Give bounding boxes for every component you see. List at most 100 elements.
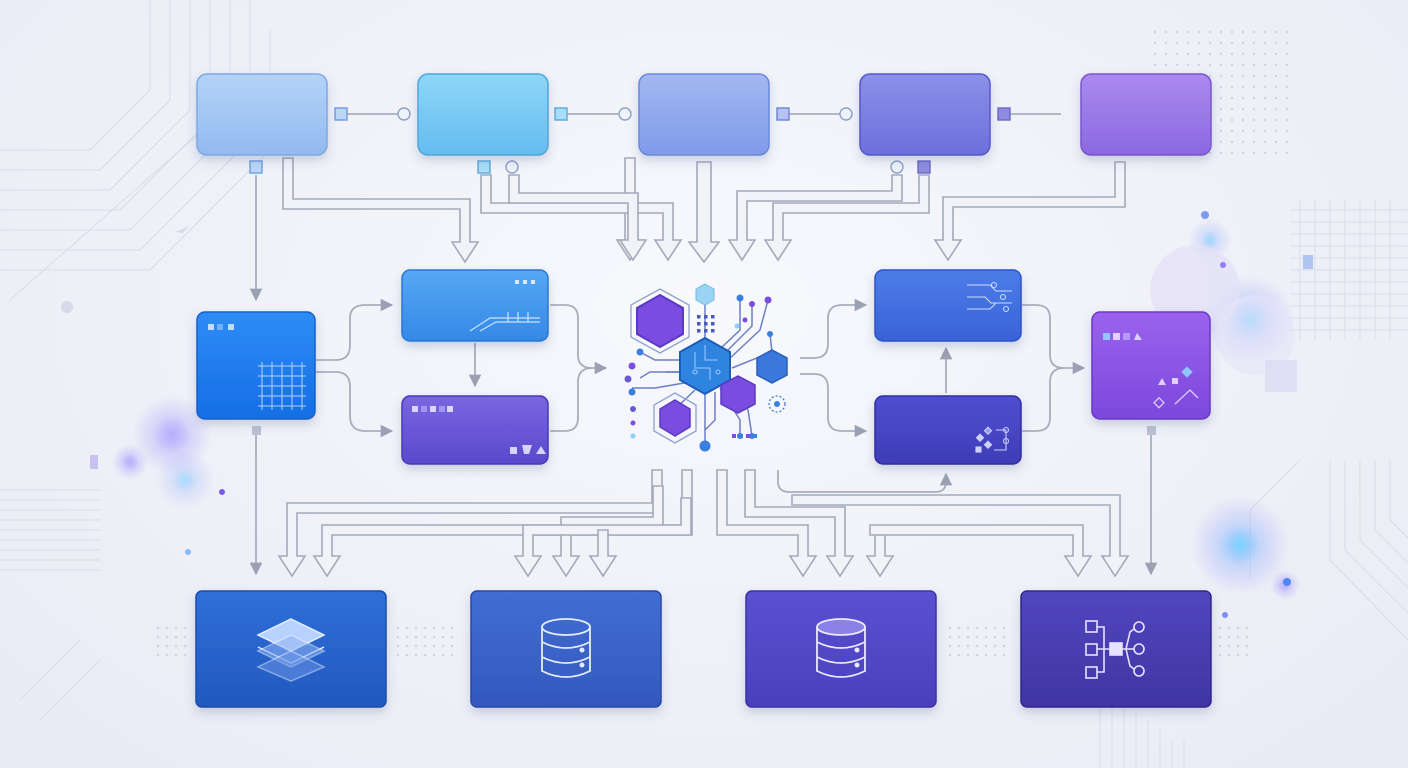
grid-dot	[1197, 41, 1201, 45]
grid-dot	[1227, 635, 1231, 639]
pipe-arrow-top3-hub	[687, 161, 721, 264]
hub-pixel	[697, 322, 701, 326]
grid-dot	[1219, 129, 1223, 133]
grid-dot	[414, 626, 418, 630]
grid-dot	[1245, 626, 1249, 630]
grid-dot	[1197, 63, 1201, 67]
grid-dot	[183, 635, 187, 639]
grid-dot	[975, 635, 979, 639]
grid-dot	[957, 644, 961, 648]
grid-dot	[1263, 118, 1267, 122]
source-box-4[interactable]	[859, 73, 991, 156]
grid-dot	[993, 653, 997, 657]
hub-pixel	[697, 329, 701, 333]
pipe-arrow	[588, 529, 618, 578]
grid-dot	[450, 626, 454, 630]
grid-dot	[984, 635, 988, 639]
source-box-5[interactable]	[1080, 73, 1212, 156]
grid-dot	[1241, 118, 1245, 122]
pipe-arrow-top5-analysis	[933, 161, 1126, 262]
grid-dot	[1274, 140, 1278, 144]
grid-dot	[1208, 63, 1212, 67]
grid-dot	[165, 635, 169, 639]
grid-dot	[423, 635, 427, 639]
ingest-block[interactable]	[196, 311, 316, 420]
grid-dot	[1241, 107, 1245, 111]
bottom-row	[195, 590, 1212, 708]
grid-dot	[1002, 635, 1006, 639]
grid-dot	[1285, 63, 1289, 67]
analysis-block-a[interactable]	[874, 269, 1022, 342]
grid-dot	[966, 644, 970, 648]
grid-dot	[1175, 30, 1179, 34]
output-block[interactable]	[1091, 311, 1211, 420]
grid-dot	[957, 635, 961, 639]
grid-dot	[1230, 63, 1234, 67]
source-box-2[interactable]	[417, 73, 549, 156]
grid-dot	[1153, 30, 1157, 34]
grid-dot	[1230, 140, 1234, 144]
grid-dot	[1263, 85, 1267, 89]
grid-dot	[405, 635, 409, 639]
grid-dot	[1218, 644, 1222, 648]
grid-dot	[174, 626, 178, 630]
grid-dot	[450, 635, 454, 639]
grid-dot	[1175, 41, 1179, 45]
grid-dot	[1230, 129, 1234, 133]
database-store-1[interactable]	[470, 590, 662, 708]
grid-dot	[414, 635, 418, 639]
grid-dot	[1241, 96, 1245, 100]
source-box-1[interactable]	[196, 73, 328, 156]
grid-dot	[1263, 30, 1267, 34]
grid-dot	[1219, 96, 1223, 100]
hub-pixel	[746, 434, 750, 438]
grid-dot	[441, 644, 445, 648]
grid-dot	[1218, 635, 1222, 639]
grid-dot	[1263, 63, 1267, 67]
diagram-icon	[1103, 333, 1199, 409]
grid-dot	[957, 653, 961, 657]
grid-dot	[966, 635, 970, 639]
grid-dot	[948, 653, 952, 657]
grid-dot	[1245, 635, 1249, 639]
grid-dot	[1219, 85, 1223, 89]
hub-pixel	[739, 434, 743, 438]
grid-dot	[1002, 644, 1006, 648]
grid-dot	[1208, 151, 1212, 155]
grid-dot	[1285, 74, 1289, 78]
grid-dot	[1252, 41, 1256, 45]
grid-dot	[1175, 63, 1179, 67]
grid-dot	[1164, 41, 1168, 45]
grid-dot	[1218, 626, 1222, 630]
database-store-2[interactable]	[745, 590, 937, 708]
analysis-block-b[interactable]	[874, 395, 1022, 465]
grid-dot	[1274, 107, 1278, 111]
middle-boxes	[196, 269, 1211, 465]
grid-dot	[1252, 107, 1256, 111]
grid-dot	[1274, 118, 1278, 122]
process-block-a[interactable]	[401, 269, 549, 342]
grid-dot	[1274, 41, 1278, 45]
grid-dot	[396, 644, 400, 648]
grid-dot	[1230, 41, 1234, 45]
grid-dot	[441, 635, 445, 639]
grid-dot	[414, 653, 418, 657]
grid-dot	[1219, 41, 1223, 45]
grid-dot	[156, 653, 160, 657]
pipe-arrow	[727, 174, 903, 262]
source-box-3[interactable]	[638, 73, 770, 156]
grid-dot	[1252, 63, 1256, 67]
grid-dot	[1241, 151, 1245, 155]
grid-dot	[423, 653, 427, 657]
grid-dot	[1219, 52, 1223, 56]
pipe-arrow-top1-proc	[282, 157, 480, 264]
grid-dot	[1252, 74, 1256, 78]
grid-dot	[1252, 129, 1256, 133]
grid-dot	[1285, 107, 1289, 111]
grid-dot	[450, 653, 454, 657]
grid-dot	[1241, 30, 1245, 34]
connectors	[249, 113, 1158, 576]
grid-dot	[1219, 63, 1223, 67]
